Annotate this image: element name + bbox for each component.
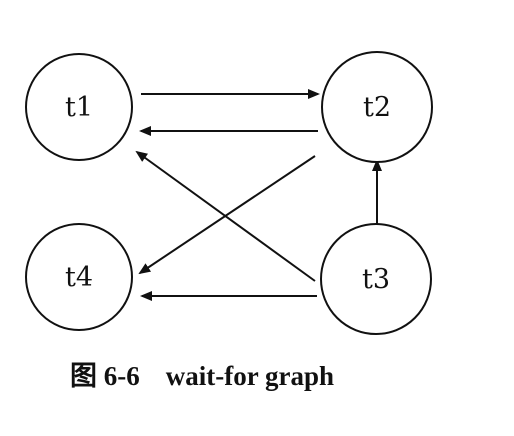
- node-t3: t3: [320, 223, 432, 335]
- node-t2: t2: [321, 51, 433, 163]
- node-t3-label: t3: [362, 264, 390, 295]
- figure-title: wait-for graph: [165, 361, 334, 391]
- node-t4-label: t4: [65, 262, 93, 293]
- edge-t2-to-t4: [138, 155, 316, 275]
- figure-caption: 图 6-6 wait-for graph: [70, 354, 334, 393]
- node-t1-label: t1: [65, 92, 93, 123]
- node-t1: t1: [25, 53, 133, 161]
- node-t4: t4: [25, 223, 133, 331]
- node-t2-label: t2: [363, 92, 391, 123]
- edge-t3-to-t1: [135, 150, 316, 282]
- figure-number: 图 6-6: [70, 361, 140, 391]
